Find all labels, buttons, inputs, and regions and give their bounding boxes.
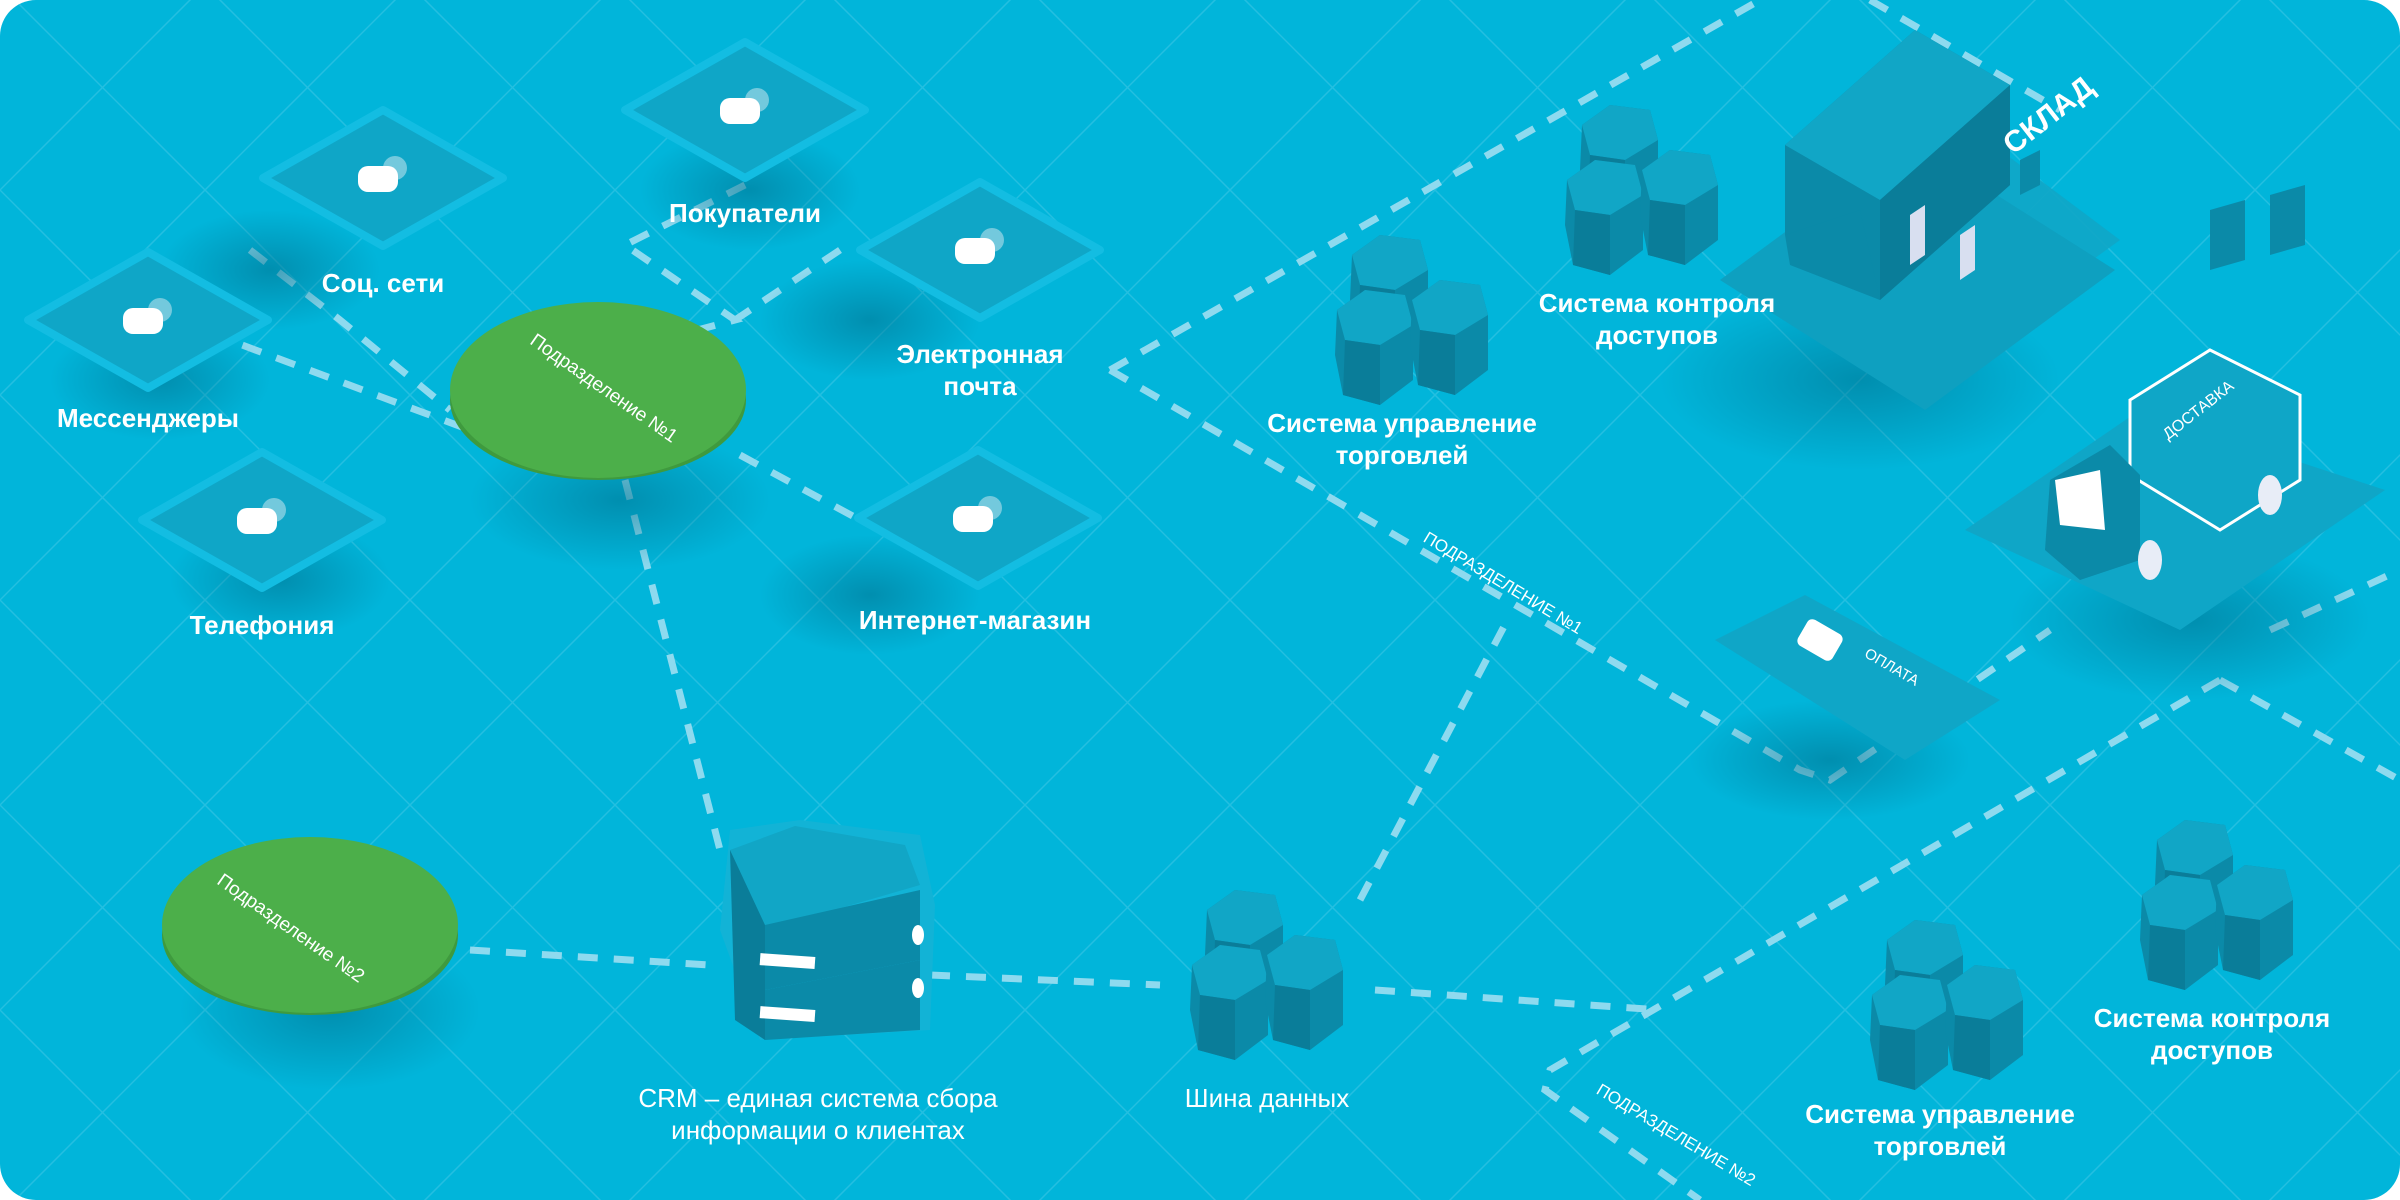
channel-label-social: Соц. сети <box>321 268 445 298</box>
connector-delivery-east <box>2268 566 2400 634</box>
connector-div1-eshop <box>738 451 862 524</box>
grid-line <box>628 0 1832 1200</box>
channel-label-customers: Покупатели <box>669 198 821 228</box>
connector-div2-crm <box>469 946 711 969</box>
trade1-line1: Система управление <box>1267 408 1537 438</box>
grid-line <box>13 0 1217 1200</box>
connector-div1-crm <box>621 479 724 851</box>
connector-warehouse <box>1868 0 2062 114</box>
trade-system-2-cluster[interactable] <box>1870 920 2023 1090</box>
channel-label-eshop: Интернет-магазин <box>858 605 1092 635</box>
crm-label: CRM – единая система сбора информации о … <box>638 1082 997 1146</box>
connector-crm-bus <box>929 971 1161 989</box>
division-1-disc[interactable] <box>450 302 746 480</box>
division-2-disc[interactable] <box>162 837 458 1015</box>
grid-line <box>0 0 175 1200</box>
channel-tile-customers[interactable] <box>621 38 869 182</box>
channel-tile-messengers[interactable] <box>24 248 272 392</box>
access-system-2-cluster[interactable] <box>2140 820 2293 990</box>
access-system-1-label: Система контроля доступов <box>1539 287 1775 351</box>
warehouse-icon[interactable] <box>1720 30 2305 410</box>
access-system-1-cluster[interactable] <box>1565 105 1718 275</box>
grid-line <box>1243 43 2400 1200</box>
channel-tiles <box>24 38 1104 592</box>
channel-tile-social[interactable] <box>259 106 507 250</box>
grid-line <box>833 0 2037 1200</box>
grid-line <box>423 0 1627 1200</box>
payment-card-icon[interactable] <box>1715 595 2000 760</box>
trade2-line2: торговлей <box>1873 1131 2007 1161</box>
grid-line <box>0 0 175 1200</box>
email-label-line2: почта <box>943 371 1017 401</box>
connector-bus-div2 <box>1374 986 1661 1014</box>
connector-trunk-div1 <box>1108 366 2052 784</box>
connector-trunk-north <box>1108 0 1762 374</box>
cart-icon <box>953 496 1002 532</box>
channel-tile-telephony[interactable] <box>138 448 386 592</box>
crm-label-line1: CRM – единая система сбора <box>638 1083 998 1113</box>
grid-line <box>1038 0 2242 1200</box>
grid-line <box>0 0 1012 1012</box>
channel-tile-eshop[interactable] <box>854 446 1102 590</box>
bus-label: Шина данных <box>1184 1083 1350 1113</box>
connector-bus-trunk <box>1356 613 1514 902</box>
trade-system-1-cluster[interactable] <box>1335 235 1488 405</box>
connectors <box>173 0 2400 1200</box>
channel-label-email: Электронная почта <box>896 338 1063 402</box>
channel-label-telephony: Телефония <box>189 610 335 640</box>
trade1-line2: торговлей <box>1335 440 1469 470</box>
crm-label-line2: информации о клиентах <box>671 1115 965 1145</box>
user-icon <box>720 88 769 124</box>
trade-system-1-label: Система управление торговлей <box>1267 407 1537 471</box>
channel-tile-email[interactable] <box>856 178 1104 322</box>
crm-server-icon[interactable] <box>720 820 935 1040</box>
delivery-truck-icon[interactable] <box>1965 348 2385 630</box>
access1-line1: Система контроля <box>1538 288 1776 318</box>
access-system-2-label: Система контроля доступов <box>2094 1002 2330 1066</box>
slack-like-icon <box>358 156 407 192</box>
access2-line1: Система контроля <box>2093 1003 2331 1033</box>
email-label-line1: Электронная <box>896 339 1064 369</box>
access1-line2: доступов <box>1596 320 1718 350</box>
data-bus-cluster[interactable] <box>1190 890 1343 1060</box>
access2-line2: доступов <box>2151 1035 2273 1065</box>
envelope-icon <box>955 228 1004 264</box>
trade-system-2-label: Система управление торговлей <box>1805 1098 2075 1162</box>
phone-icon <box>237 498 286 534</box>
trade2-line1: Система управление <box>1805 1099 2075 1129</box>
chat-bubbles-icon <box>123 298 172 334</box>
channel-label-messengers: Мессенджеры <box>57 403 239 433</box>
